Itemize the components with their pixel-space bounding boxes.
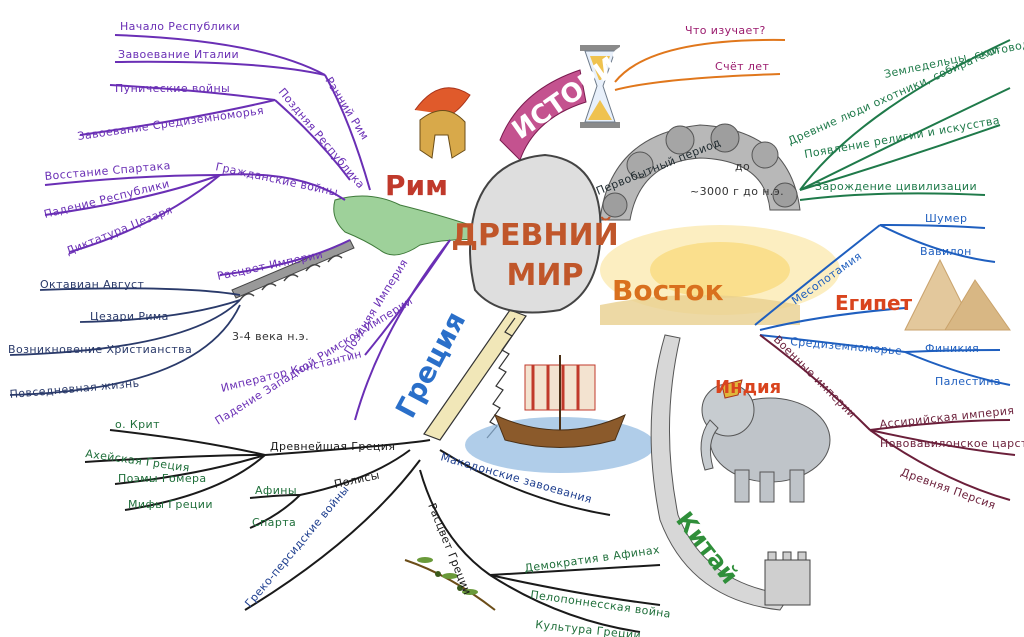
rome-early-item-2: Завоевание Италии — [118, 48, 239, 61]
rome-empire-item-1: Октавиан Август — [40, 278, 144, 291]
east-military-item-2: Нововавилонское царство — [880, 437, 1024, 450]
prehistoric-item-4: Зарождение цивилизации — [815, 180, 977, 193]
greece-polis-item-2: Спарта — [252, 516, 296, 529]
olive-branch-illustration — [404, 557, 496, 611]
east-india: Индия — [715, 377, 781, 398]
prehistoric-date-note-1: до — [735, 160, 750, 173]
elephant-illustration — [700, 379, 831, 503]
center-title-line2: МИР — [507, 258, 584, 293]
sun-glow-illustration — [600, 225, 840, 325]
greece-ancient-item-2: Ахейская Греция — [85, 447, 191, 475]
greece-rise-item-1: Демократия в Афинах — [524, 543, 661, 575]
rome-late-empire-item-3: Падение Западной Римской Империи — [213, 294, 415, 427]
greece-rise-item-2: Пелопоннесская война — [530, 588, 672, 621]
greece-ancient-item-1: о. Крит — [115, 418, 160, 431]
east-egypt: Египет — [835, 291, 913, 315]
rome-empire-subbranches — [9, 287, 241, 396]
east-military-branches — [759, 334, 1016, 501]
stone-cave-illustration — [599, 123, 801, 221]
rome-empire-item-4: Повседневная жизнь — [9, 377, 140, 401]
center-stone — [469, 153, 602, 314]
east-mesopotamia-item-2: Вавилон — [920, 245, 972, 258]
center-title-line1: ДРЕВНИЙ — [451, 217, 618, 253]
great-wall-illustration — [650, 334, 811, 611]
rome-early: Ранний Рим — [322, 75, 371, 143]
rome-late-empire-item-1: 3-4 века н.э. — [232, 330, 309, 343]
greece-polis-item-1: Афины — [255, 484, 297, 497]
rome-empire-item-2: Цезари Рима — [90, 310, 169, 323]
history-title: ИСТОРИЯ — [507, 40, 640, 146]
rome-branches — [44, 34, 451, 421]
east-mediterranean-item-1: Финикия — [925, 342, 979, 355]
rome-empire-item-3: Возникновение Христианства — [8, 343, 192, 356]
history-banner-illustration — [499, 69, 587, 161]
rome-civil-wars: Гражданские войны — [214, 160, 339, 199]
greece-rise: Расцвет Греции — [425, 501, 474, 597]
greek-meander-pole-illustration — [423, 309, 527, 441]
hourglass-illustration — [580, 45, 620, 128]
east-military-item-3: Древняя Персия — [899, 466, 998, 512]
history-year-count: Счёт лет — [715, 60, 769, 73]
rome-late-republic-item-2: Завоевание Средиземноморья — [77, 104, 265, 143]
history-branches — [614, 38, 786, 91]
east-mediterranean: Средиземноморье — [790, 335, 903, 358]
rome-early-item-1: Начало Республики — [120, 20, 240, 33]
prehistoric-branches — [799, 39, 1011, 201]
greece-ancient: Древнейшая Греция — [270, 440, 395, 453]
greece-ancient-item-4: Мифы Греции — [128, 498, 213, 511]
east-military-item-1: Ассирийская империя — [879, 404, 1015, 431]
rome-title: Рим — [385, 169, 448, 202]
east-branches — [754, 224, 1011, 386]
greek-ship-illustration — [465, 355, 655, 473]
prehistoric-date-note-2: ~3000 г до н.э. — [690, 185, 784, 198]
italy-map-illustration — [333, 195, 481, 256]
east-mediterranean-item-2: Палестина — [935, 375, 1001, 388]
east-mesopotamia-item-1: Шумер — [925, 212, 967, 225]
greece-branches — [84, 429, 661, 633]
pyramids-illustration — [904, 258, 1011, 331]
history-what-studies: Что изучает? — [685, 24, 766, 37]
east-title: Восток — [612, 274, 724, 307]
greece-ancient-item-3: Поэмы Гомера — [118, 472, 207, 485]
rome-late-republic-item-1: Пунические войны — [115, 82, 230, 95]
roman-helmet-illustration — [414, 87, 471, 159]
